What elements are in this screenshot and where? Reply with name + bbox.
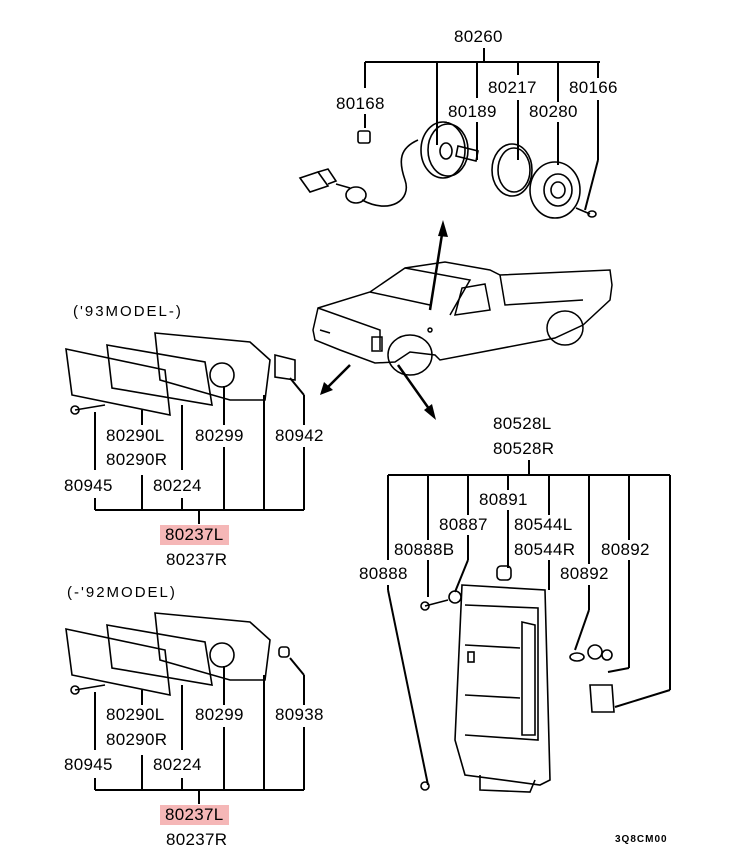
part-number-80945[interactable]: 80945 (63, 755, 114, 775)
combination-lamp-leaders (387, 460, 671, 786)
part-number-80166[interactable]: 80166 (568, 78, 619, 98)
model-title-92: (-'92MODEL) (67, 584, 177, 601)
part-number-80544L[interactable]: 80544L (513, 515, 574, 535)
rear-lamp-exploded-drawing (298, 121, 597, 219)
part-number-80224[interactable]: 80224 (152, 755, 203, 775)
part-number-80237R[interactable]: 80237R (165, 830, 229, 850)
part-number-80224[interactable]: 80224 (152, 476, 203, 496)
part-number-80544R[interactable]: 80544R (513, 540, 577, 560)
model-title-93: ('93MODEL-) (73, 303, 183, 320)
part-number-80892[interactable]: 80892 (559, 564, 610, 584)
part-number-80290L[interactable]: 80290L (105, 705, 166, 725)
part-number-80528L[interactable]: 80528L (492, 414, 553, 434)
part-number-80280[interactable]: 80280 (528, 102, 579, 122)
part-number-80290R[interactable]: 80290R (105, 730, 169, 750)
part-number-80938[interactable]: 80938 (274, 705, 325, 725)
arrow-heads (320, 220, 448, 420)
combination-lamp-drawing (420, 565, 615, 793)
part-number-80189[interactable]: 80189 (447, 102, 498, 122)
top-assembly-leaders (364, 48, 600, 211)
part-number-80892[interactable]: 80892 (600, 540, 651, 560)
part-number-80260[interactable]: 80260 (453, 27, 504, 47)
part-number-80299[interactable]: 80299 (194, 426, 245, 446)
side-marker-92-leaders (94, 657, 305, 804)
part-number-80942[interactable]: 80942 (274, 426, 325, 446)
part-number-80168[interactable]: 80168 (335, 94, 386, 114)
part-number-80887[interactable]: 80887 (438, 515, 489, 535)
callout-arrows (324, 227, 445, 414)
part-number-80237L-highlighted[interactable]: 80237L (160, 805, 229, 825)
side-marker-92-drawing (65, 612, 290, 697)
pickup-truck-drawing (312, 261, 613, 376)
side-marker-93-leaders (94, 377, 305, 524)
part-number-80290L[interactable]: 80290L (105, 426, 166, 446)
part-number-80888B[interactable]: 80888B (393, 540, 456, 560)
part-number-80888[interactable]: 80888 (358, 564, 409, 584)
part-number-80945[interactable]: 80945 (63, 476, 114, 496)
side-marker-93-drawing (65, 332, 296, 417)
part-number-80217[interactable]: 80217 (487, 78, 538, 98)
part-number-80528R[interactable]: 80528R (492, 439, 556, 459)
part-number-80237R[interactable]: 80237R (165, 550, 229, 570)
part-number-80891[interactable]: 80891 (478, 490, 529, 510)
part-number-80299[interactable]: 80299 (194, 705, 245, 725)
part-number-80237L-highlighted[interactable]: 80237L (160, 525, 229, 545)
drawing-code: 3Q8CM00 (615, 834, 668, 845)
part-number-80290R[interactable]: 80290R (105, 450, 169, 470)
